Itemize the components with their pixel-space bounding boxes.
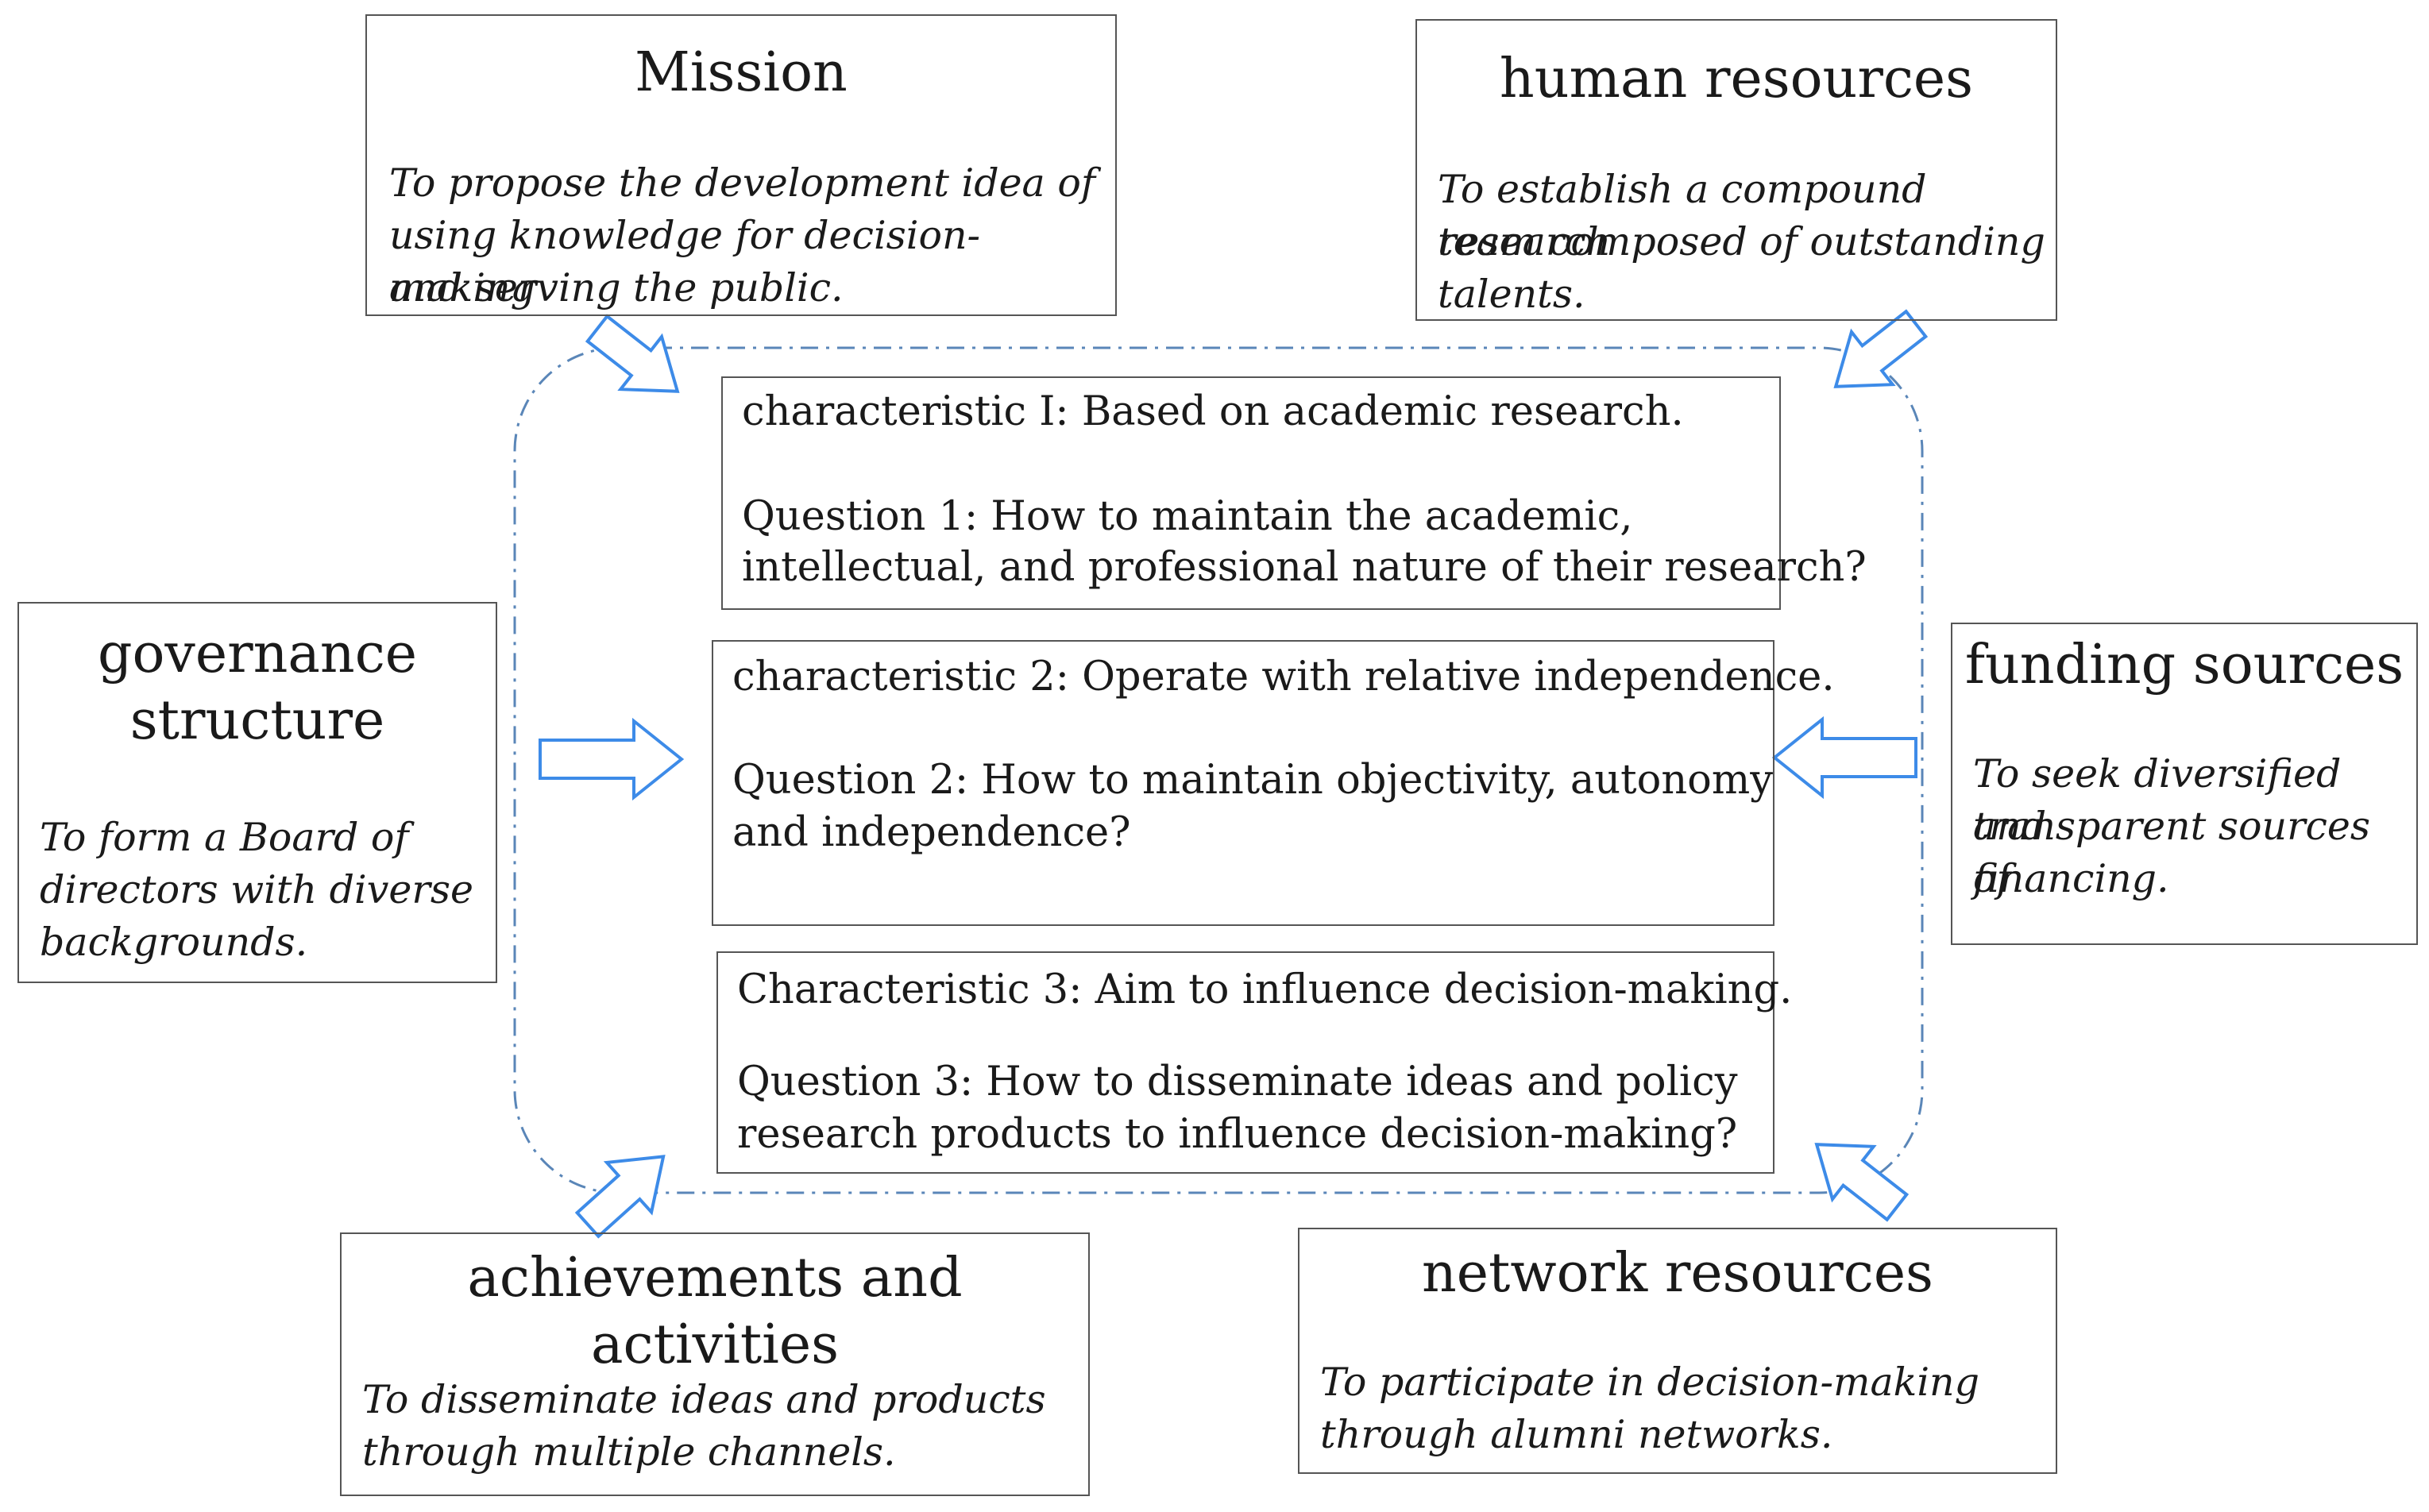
characteristic-3-question-line-1: Question 3: How to disseminate ideas and… bbox=[737, 1059, 1738, 1105]
network-description-line-1: To participate in decision-making bbox=[1320, 1360, 1979, 1405]
characteristic-2-heading: characteristic 2: Operate with relative … bbox=[732, 654, 1835, 700]
governance-description-line-2: directors with diverse bbox=[40, 867, 473, 912]
network-resources-box: network resources To participate in deci… bbox=[1298, 1228, 2057, 1474]
funding-arrow bbox=[1771, 716, 1917, 800]
mission-box: Mission To propose the development idea … bbox=[365, 14, 1117, 316]
characteristic-2-box: characteristic 2: Operate with relative … bbox=[712, 640, 1835, 926]
funding-description-line-1: To seek diversified and bbox=[1973, 751, 2342, 849]
achievements-arrow bbox=[574, 1155, 666, 1239]
characteristic-1-box: characteristic I: Based on academic rese… bbox=[721, 376, 1867, 610]
achievements-title: achievements and activities bbox=[467, 1247, 963, 1376]
human-resources-arrow bbox=[1833, 309, 1929, 388]
network-description-line-2: through alumni networks. bbox=[1320, 1412, 1833, 1457]
funding-description-line-3: financing. bbox=[1973, 856, 2169, 901]
governance-structure-box: governance structure To form a Board of … bbox=[17, 602, 497, 983]
achievements-activities-box: achievements and activities To dissemina… bbox=[340, 1232, 1090, 1496]
mission-title: Mission bbox=[635, 41, 848, 104]
governance-title-line-2: structure bbox=[129, 689, 385, 752]
mission-description-line-2: using knowledge for decision-making bbox=[389, 213, 981, 310]
governance-title-line-1: governance bbox=[97, 623, 418, 685]
governance-description-line-3: backgrounds. bbox=[40, 920, 308, 965]
network-resources-title: network resources bbox=[1422, 1242, 1933, 1305]
mission-description-line-3: and serving the public. bbox=[389, 265, 844, 310]
mission-arrow bbox=[585, 314, 680, 393]
achievements-description-line-1: To disseminate ideas and products bbox=[362, 1377, 1046, 1422]
achievements-description-line-2: through multiple channels. bbox=[362, 1429, 896, 1475]
characteristic-1-question-line-1: Question 1: How to maintain the academic… bbox=[742, 493, 1633, 540]
governance-description-line-1: To form a Board of bbox=[40, 815, 409, 860]
characteristic-3-heading: Characteristic 3: Aim to influence decis… bbox=[737, 966, 1793, 1013]
human-resources-description-line-1: To establish a compound research bbox=[1438, 167, 1927, 264]
human-resources-description-line-2: team composed of outstanding bbox=[1438, 219, 2045, 264]
mission-description-line-1: To propose the development idea of bbox=[389, 160, 1095, 206]
dashed-frame bbox=[513, 346, 1924, 1194]
characteristic-2-question-line-2: and independence? bbox=[732, 809, 1131, 856]
characteristic-3-question-line-2: research products to influence decision-… bbox=[737, 1111, 1738, 1158]
characteristic-2-question-line-1: Question 2: How to maintain objectivity,… bbox=[732, 757, 1774, 804]
funding-sources-title: funding sources bbox=[1964, 634, 2404, 696]
characteristic-1-heading: characteristic I: Based on academic rese… bbox=[742, 388, 1684, 435]
funding-sources-box: funding sources To seek diversified and … bbox=[1951, 623, 2418, 945]
characteristic-3-box: Characteristic 3: Aim to influence decis… bbox=[716, 951, 1792, 1174]
human-resources-description-line-3: talents. bbox=[1438, 272, 1585, 317]
funding-description-line-2: transparent sources of bbox=[1973, 804, 2371, 901]
network-arrow bbox=[1814, 1143, 1910, 1222]
governance-arrow bbox=[539, 717, 685, 801]
human-resources-box: human resources To establish a compound … bbox=[1415, 19, 2057, 321]
characteristic-1-question-line-2: intellectual, and professional nature of… bbox=[742, 544, 1867, 591]
human-resources-title: human resources bbox=[1499, 48, 1974, 110]
